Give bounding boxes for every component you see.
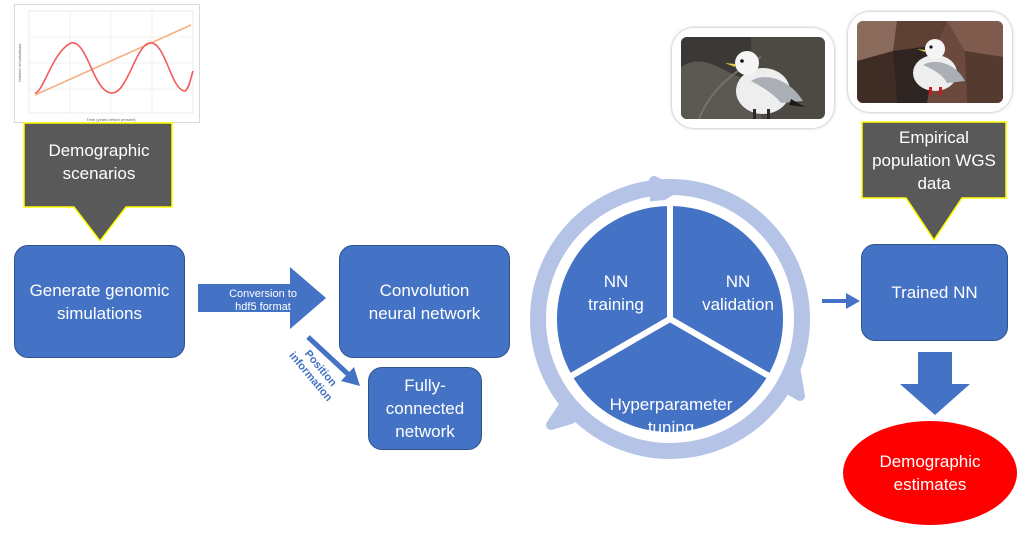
conversion-arrow [198,267,326,329]
kittiwake-photo-icon [681,37,825,119]
convolution-nn-box: Convolution neural network [339,245,510,358]
cycle-to-trained-arrow-head [846,293,860,309]
demographic-estimates-label: Demographic estimates [879,452,981,494]
demographic-scenario-chart: Time (years before present) Number of in… [14,4,200,123]
sine-scenario-line [34,42,194,94]
cycle-arrowhead-top [649,176,677,205]
demographic-estimates-ellipse [843,421,1017,525]
cycle-arrowhead-left [546,399,576,430]
kittiwake-photo-1 [672,28,834,128]
position-arrow-shaft [306,335,352,378]
position-arrow-head [341,367,360,386]
cycle-sector-tuning [565,315,775,439]
linear-scenario-line [34,24,192,96]
mini-chart-x-label: Time (years before present) [86,117,136,122]
kittiwake-photo-2 [848,12,1012,112]
empirical-data-label: Empirical population WGS data [872,127,996,193]
conversion-note: Conversion to hdf5 format [229,288,297,313]
generate-simulations-box: Generate genomic simulations [14,245,185,358]
cycle-label-training: NN training [588,272,644,314]
kittiwake-photo-icon [857,21,1003,103]
cycle-label-validation: NN validation [702,272,774,314]
mini-chart-y-label: Number of individuals [17,44,22,82]
cycle-label-tuning: Hyperparameter tuning [609,395,733,437]
demographic-scenarios-label: Demographic scenarios [48,141,150,183]
demographic-scenarios-callout [23,122,173,243]
fully-connected-box: Fully-connected network [368,367,482,450]
trained-nn-box: Trained NN [861,244,1008,341]
scenario-chart-svg: Time (years before present) Number of in… [17,10,194,122]
cycle-arrowhead-right [778,368,805,401]
trained-to-estimates-arrow [900,352,970,415]
empirical-data-callout [861,121,1007,242]
